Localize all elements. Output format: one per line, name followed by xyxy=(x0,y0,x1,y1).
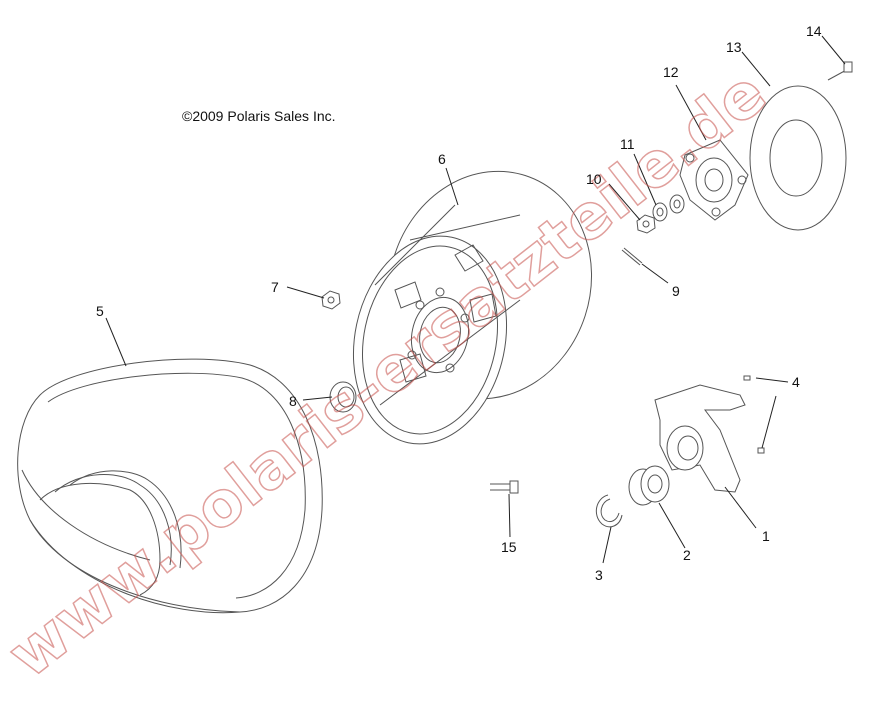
callout-15: 15 xyxy=(501,539,517,555)
hub-part xyxy=(679,139,749,221)
wheel-rim-part xyxy=(352,170,593,445)
washer-part xyxy=(652,194,685,222)
castle-nut-part xyxy=(636,214,656,234)
callout-14: 14 xyxy=(806,23,822,39)
callout-10: 10 xyxy=(586,171,602,187)
copyright-notice: ©2009 Polaris Sales Inc. xyxy=(182,108,336,124)
lug-nut-part xyxy=(321,290,341,310)
callout-7: 7 xyxy=(271,279,279,295)
brake-disc-part xyxy=(749,85,847,231)
screw-part xyxy=(743,375,765,454)
callout-13: 13 xyxy=(726,39,742,55)
bearing-part xyxy=(628,465,670,506)
leader-lines xyxy=(105,35,846,564)
callout-6: 6 xyxy=(438,151,446,167)
tire-part xyxy=(17,358,323,614)
bolt-part xyxy=(827,61,853,81)
cotter-pin-part xyxy=(621,247,643,266)
callout-9: 9 xyxy=(672,283,680,299)
callout-4: 4 xyxy=(792,374,800,390)
knuckle-part xyxy=(654,384,746,493)
snap-ring-part xyxy=(595,494,623,528)
callout-3: 3 xyxy=(595,567,603,583)
callout-2: 2 xyxy=(683,547,691,563)
callout-5: 5 xyxy=(96,303,104,319)
callout-1: 1 xyxy=(762,528,770,544)
callout-8: 8 xyxy=(289,393,297,409)
stud-part xyxy=(490,480,519,494)
callout-11: 11 xyxy=(620,136,635,152)
callout-12: 12 xyxy=(663,64,679,80)
